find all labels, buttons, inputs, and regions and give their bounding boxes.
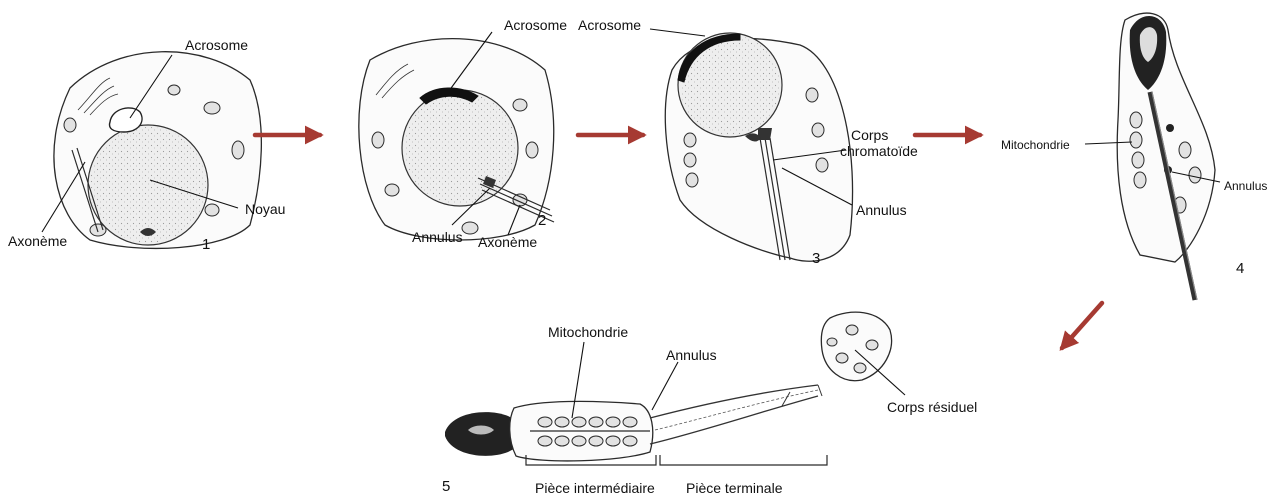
label-axoneme-1: Axonème [8, 233, 67, 249]
residual-body [821, 312, 891, 381]
stage-5-spermatozoon [445, 385, 822, 461]
bracket-piece-terminale [660, 455, 827, 465]
stage-number-4: 4 [1236, 260, 1244, 277]
label-annulus-4: Annulus [1224, 179, 1267, 193]
label-axoneme-2: Axonème [478, 234, 537, 250]
stage-2-cell [359, 39, 554, 240]
stage-4-cell [1117, 13, 1215, 300]
label-acrosome-3: Acrosome [578, 17, 641, 33]
label-piece-intermediaire: Pièce intermédiaire [535, 480, 655, 496]
stage-number-2: 2 [538, 212, 546, 229]
label-annulus-2: Annulus [412, 229, 463, 245]
stage-number-1: 1 [202, 236, 210, 253]
stage-number-5: 5 [442, 478, 450, 495]
label-corps-residuel: Corps résiduel [887, 399, 977, 415]
label-mitochondrie-5: Mitochondrie [548, 324, 628, 340]
label-acrosome-1: Acrosome [185, 37, 248, 53]
label-corps-chromatoide-line1: Corps [851, 127, 888, 143]
label-annulus-5: Annulus [666, 347, 717, 363]
leader-acrosome-3 [650, 29, 705, 36]
label-mitochondrie-4: Mitochondrie [1001, 138, 1070, 152]
label-annulus-3: Annulus [856, 202, 907, 218]
label-noyau-1: Noyau [245, 201, 285, 217]
label-acrosome-2: Acrosome [504, 17, 567, 33]
leader-annulus-5 [652, 362, 678, 410]
stage-1-cell [54, 52, 261, 249]
label-piece-terminale: Pièce terminale [686, 480, 783, 496]
arrow-4-to-5 [1062, 303, 1102, 348]
stage-3-cell [665, 33, 852, 261]
stage-number-3: 3 [812, 250, 820, 267]
label-corps-chromatoide-line2: chromatoïde [840, 143, 918, 159]
